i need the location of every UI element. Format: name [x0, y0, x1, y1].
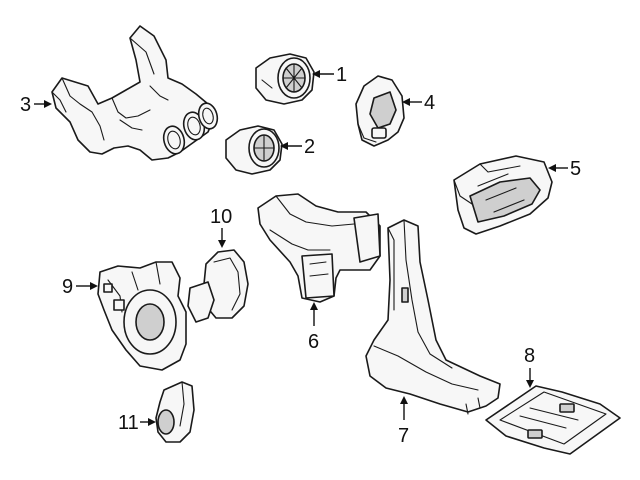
- part-9-blower-housing: [97, 261, 187, 371]
- callout-8: 8: [524, 345, 535, 388]
- callout-3: 3: [20, 94, 52, 116]
- callout-label-1: 1: [336, 64, 347, 86]
- part-2-round-vent: [225, 125, 283, 175]
- callout-6: 6: [308, 302, 319, 353]
- part-4-side-vent: [355, 75, 405, 147]
- part-11-small-duct: [155, 381, 195, 443]
- part-1-round-vent: [255, 53, 315, 105]
- part-3-distribution-duct: [51, 25, 219, 161]
- callout-label-6: 6: [308, 331, 319, 353]
- callout-9: 9: [62, 276, 98, 298]
- callout-label-2: 2: [304, 136, 315, 158]
- part-10-motor-cover: [187, 249, 249, 323]
- callout-4: 4: [402, 92, 435, 114]
- callout-label-11: 11: [118, 412, 139, 434]
- callout-2: 2: [280, 136, 315, 158]
- callout-7: 7: [398, 396, 409, 447]
- part-7-floor-duct: [365, 219, 501, 415]
- callout-label-4: 4: [424, 92, 435, 114]
- part-8-floor-plate: [485, 385, 621, 455]
- callout-label-3: 3: [20, 94, 31, 116]
- callout-label-7: 7: [398, 425, 409, 447]
- part-6-curved-duct: [257, 193, 381, 303]
- callout-label-9: 9: [62, 276, 73, 298]
- callout-1: 1: [312, 64, 347, 86]
- callout-5: 5: [548, 158, 581, 180]
- part-5-rect-vent: [453, 155, 553, 235]
- callout-10: 10: [210, 206, 232, 248]
- callout-label-5: 5: [570, 158, 581, 180]
- callout-label-8: 8: [524, 345, 535, 367]
- callout-11: 11: [118, 412, 156, 434]
- callout-label-10: 10: [210, 206, 232, 228]
